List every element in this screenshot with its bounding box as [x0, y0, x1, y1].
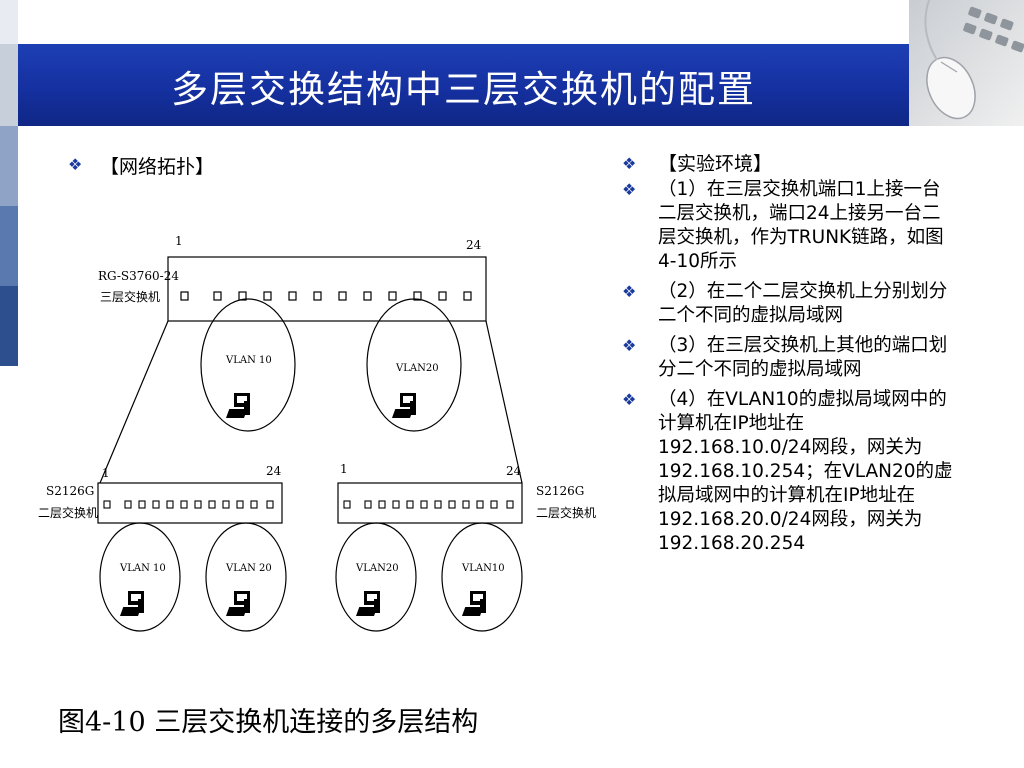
- left-vlan20-circle: [205, 522, 287, 632]
- computer-icon: [225, 393, 250, 418]
- core-port-first: 1: [175, 234, 183, 248]
- left-port-last: 24: [266, 464, 282, 478]
- bullet-icon: ❖: [622, 390, 637, 409]
- computer-icon: [461, 591, 486, 616]
- right-model: S2126G: [536, 484, 584, 498]
- right-port-last: 24: [506, 464, 522, 478]
- left-bullet-icon: ❖: [68, 155, 83, 174]
- right-vlan-b: VLAN10: [461, 563, 505, 574]
- right-vlan20-circle: [335, 522, 417, 632]
- decor-strip-4: [0, 206, 18, 286]
- left-vlan-b: VLAN 20: [225, 563, 272, 574]
- decor-strip-2: [0, 44, 18, 126]
- decor-strip-5: [0, 286, 18, 366]
- computer-icon: [391, 393, 416, 418]
- title-bar: 多层交换结构中三层交换机的配置: [18, 44, 909, 126]
- trunk-link-left: [99, 320, 169, 484]
- list-item: ❖（1）在三层交换机端口1上接一台二层交换机，端口24上接另一台二层交换机，作为…: [622, 179, 944, 272]
- left-switch-box: [97, 482, 283, 524]
- computer-icon: [119, 591, 144, 616]
- right-role: 二层交换机: [536, 505, 596, 520]
- left-role: 二层交换机: [38, 505, 98, 520]
- core-port-last: 24: [466, 238, 482, 252]
- trunk-link-right: [485, 320, 523, 484]
- figure-caption: 图4-10 三层交换机连接的多层结构: [58, 707, 479, 738]
- left-port-first: 1: [102, 466, 110, 480]
- core-vlan-a: VLAN 10: [225, 355, 272, 366]
- bullet-icon: ❖: [622, 282, 637, 301]
- page-title: 多层交换结构中三层交换机的配置: [171, 68, 756, 111]
- list-item: ❖（3）在三层交换机上其他的端口划分二个不同的虚拟局域网: [622, 335, 948, 380]
- decor-strip-1: [0, 0, 18, 44]
- mouse-keyboard-photo: [909, 0, 1024, 126]
- experiment-list: ❖【实验环境】 ❖（1）在三层交换机端口1上接一台二层交换机，端口24上接另一台…: [620, 152, 955, 562]
- bullet-icon: ❖: [622, 154, 637, 173]
- network-topology-diagram: 1 24 RG-S3760-24 三层交换机 VLAN 10 VLAN20 1 …: [38, 234, 596, 632]
- core-model: RG-S3760-24: [98, 269, 179, 283]
- right-port-first: 1: [340, 462, 348, 476]
- list-item: ❖（2）在二个二层交换机上分别划分二个不同的虚拟局域网: [622, 281, 948, 326]
- top-band: [18, 0, 909, 44]
- left-vlan-a: VLAN 10: [119, 563, 166, 574]
- left-vlan10-circle: [99, 522, 181, 632]
- core-vlan-b: VLAN20: [395, 363, 439, 374]
- computer-icon: [355, 591, 380, 616]
- right-switch-box: [337, 482, 523, 524]
- bullet-icon: ❖: [622, 336, 637, 355]
- decor-strip-6: [0, 366, 18, 768]
- right-vlan10-circle: [441, 522, 523, 632]
- left-model: S2126G: [46, 484, 94, 498]
- bullet-icon: ❖: [622, 180, 637, 199]
- core-role: 三层交换机: [100, 289, 160, 304]
- core-vlan10-circle: [200, 298, 296, 432]
- list-item: ❖（4）在VLAN10的虚拟局域网中的计算机在IP地址在192.168.10.0…: [622, 389, 953, 554]
- list-item: ❖【实验环境】: [622, 153, 773, 175]
- computer-icon: [225, 591, 250, 616]
- left-heading: 【网络拓扑】: [100, 156, 215, 178]
- right-vlan-a: VLAN20: [355, 563, 399, 574]
- core-switch-box: [167, 256, 487, 322]
- decor-strip-3: [0, 126, 18, 206]
